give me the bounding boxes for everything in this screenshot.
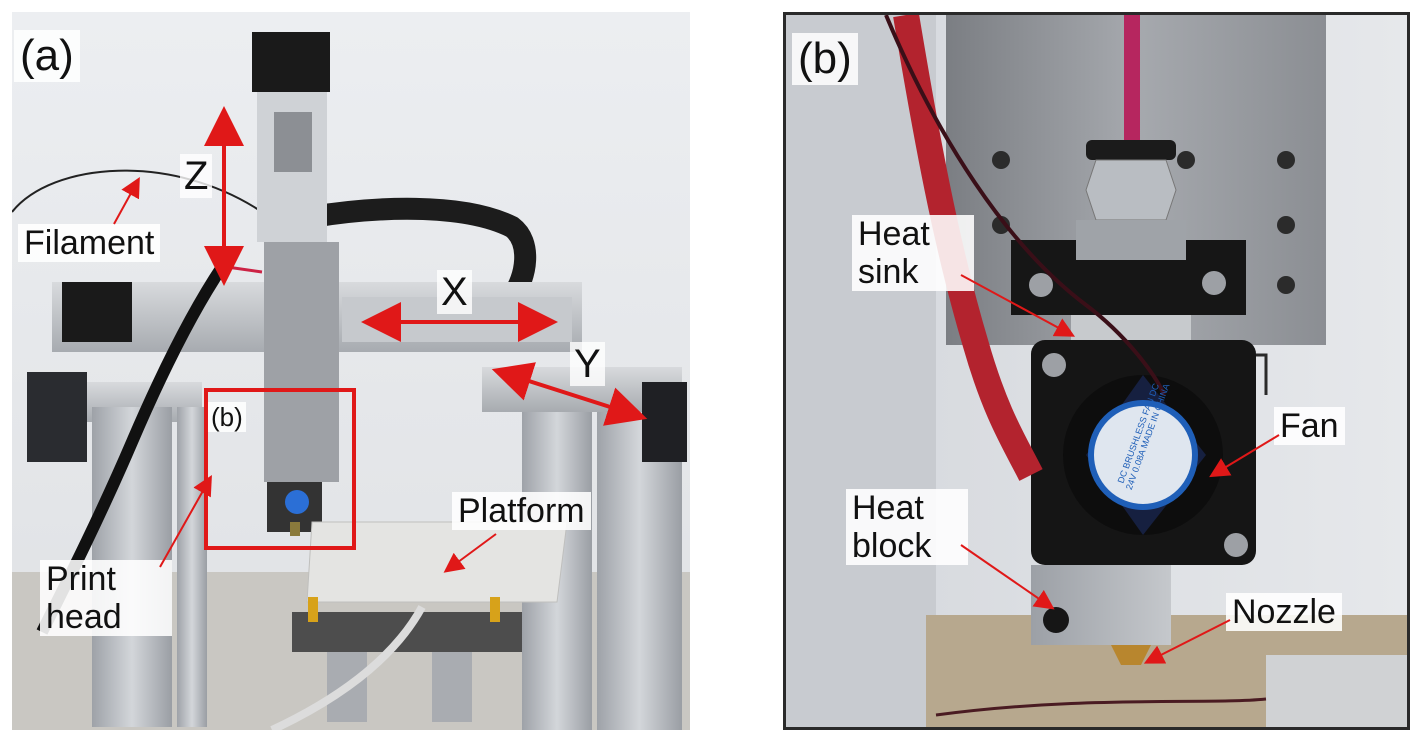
panel-b-label: (b) xyxy=(792,33,858,85)
platform-label: Platform xyxy=(452,492,591,530)
photo-panel-b: DC BRUSHLESS FAN DC 24V 0.08A MADE IN CH… xyxy=(783,12,1410,730)
x-axis-label: X xyxy=(437,270,472,314)
y-axis-label: Y xyxy=(570,342,605,386)
z-axis-label: Z xyxy=(180,154,213,198)
heat-block-label: Heat block xyxy=(846,489,968,565)
heat-sink-label: Heat sink xyxy=(852,215,974,291)
photo-panel-a: (a) Filament Z X Y (b) Platform Print he… xyxy=(12,12,690,730)
print-head-label: Print head xyxy=(40,560,172,636)
fan-label: Fan xyxy=(1274,407,1345,445)
nozzle-label: Nozzle xyxy=(1226,593,1342,631)
filament-label: Filament xyxy=(18,224,161,262)
inset-b-marker: (b) xyxy=(208,402,246,432)
panel-a-label: (a) xyxy=(14,30,80,82)
